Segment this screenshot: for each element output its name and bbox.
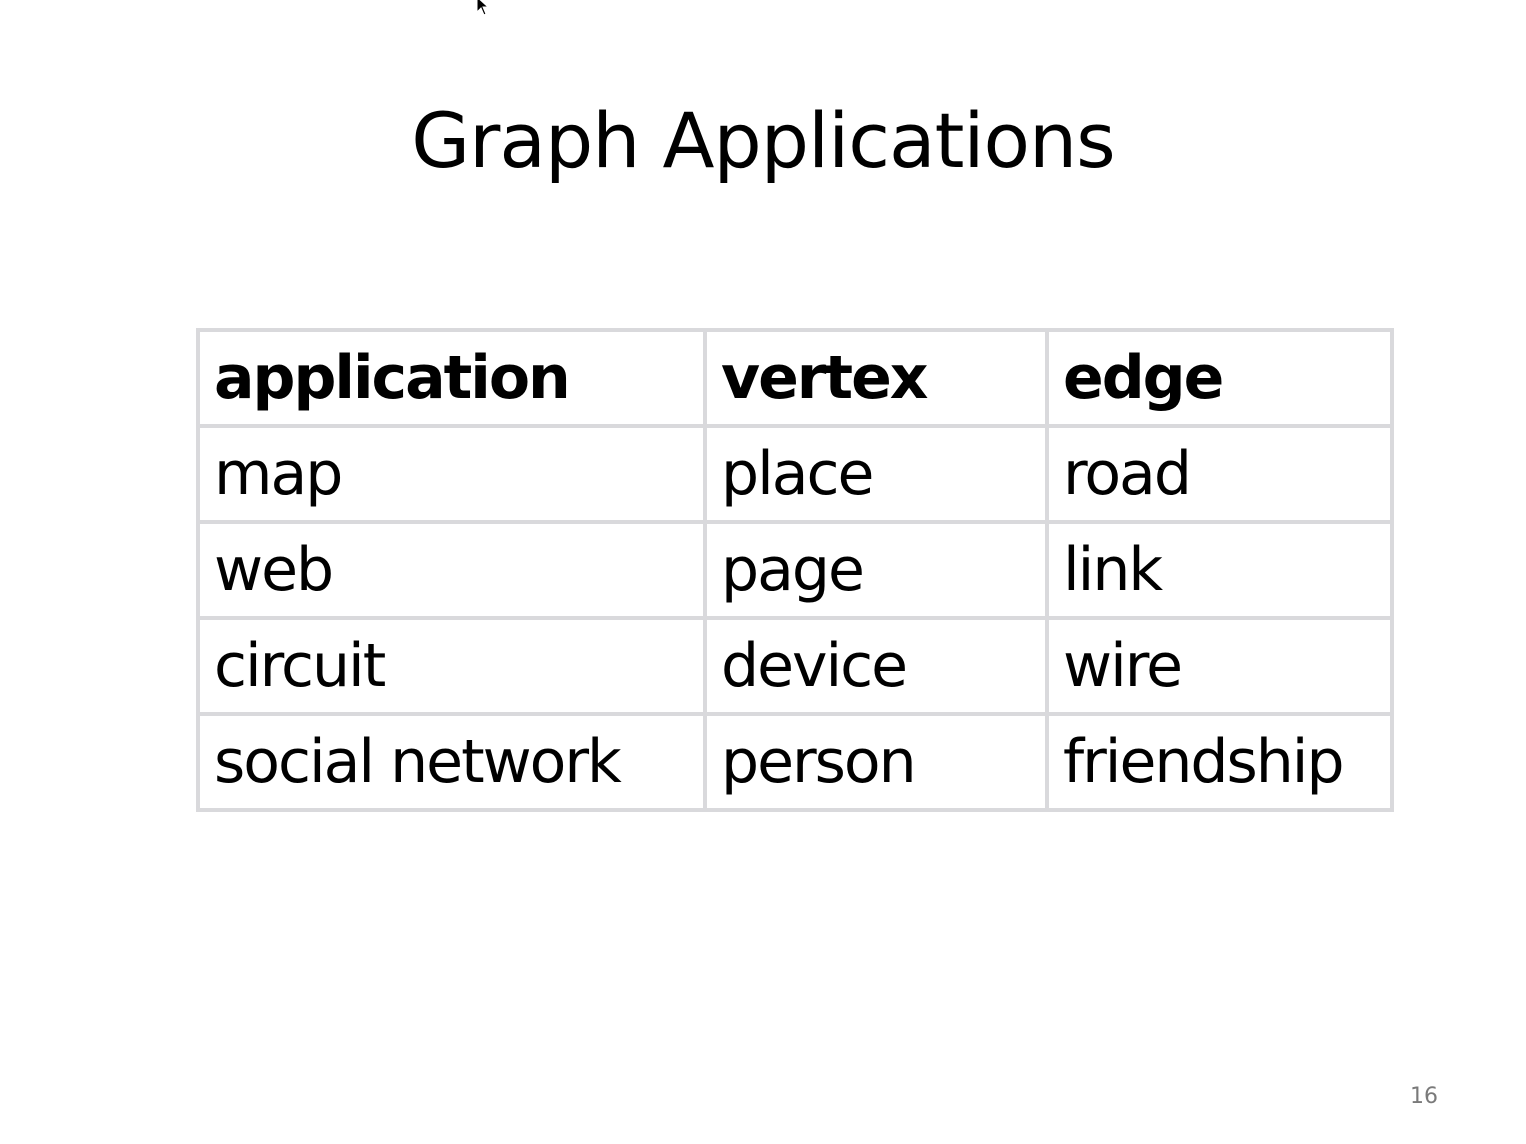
table-row: web page link <box>196 520 1394 620</box>
cell-application: circuit <box>196 616 707 716</box>
mouse-pointer-icon <box>476 0 490 16</box>
cell-edge: link <box>1045 520 1394 620</box>
header-vertex: vertex <box>703 328 1049 428</box>
slide-page-number: 16 <box>1410 1084 1438 1109</box>
header-application: application <box>196 328 707 428</box>
cell-application: web <box>196 520 707 620</box>
cell-vertex: device <box>703 616 1049 716</box>
header-edge: edge <box>1045 328 1394 428</box>
table-header-row: application vertex edge <box>196 328 1394 428</box>
table-row: map place road <box>196 424 1394 524</box>
cell-application: social network <box>196 712 707 812</box>
table-row: circuit device wire <box>196 616 1394 716</box>
cell-vertex: person <box>703 712 1049 812</box>
cell-vertex: page <box>703 520 1049 620</box>
cell-vertex: place <box>703 424 1049 524</box>
table-row: social network person friendship <box>196 712 1394 812</box>
cell-edge: road <box>1045 424 1394 524</box>
cell-edge: friendship <box>1045 712 1394 812</box>
cell-application: map <box>196 424 707 524</box>
cell-edge: wire <box>1045 616 1394 716</box>
graph-applications-table: application vertex edge map place road w… <box>196 328 1394 812</box>
slide-title: Graph Applications <box>411 96 1116 185</box>
